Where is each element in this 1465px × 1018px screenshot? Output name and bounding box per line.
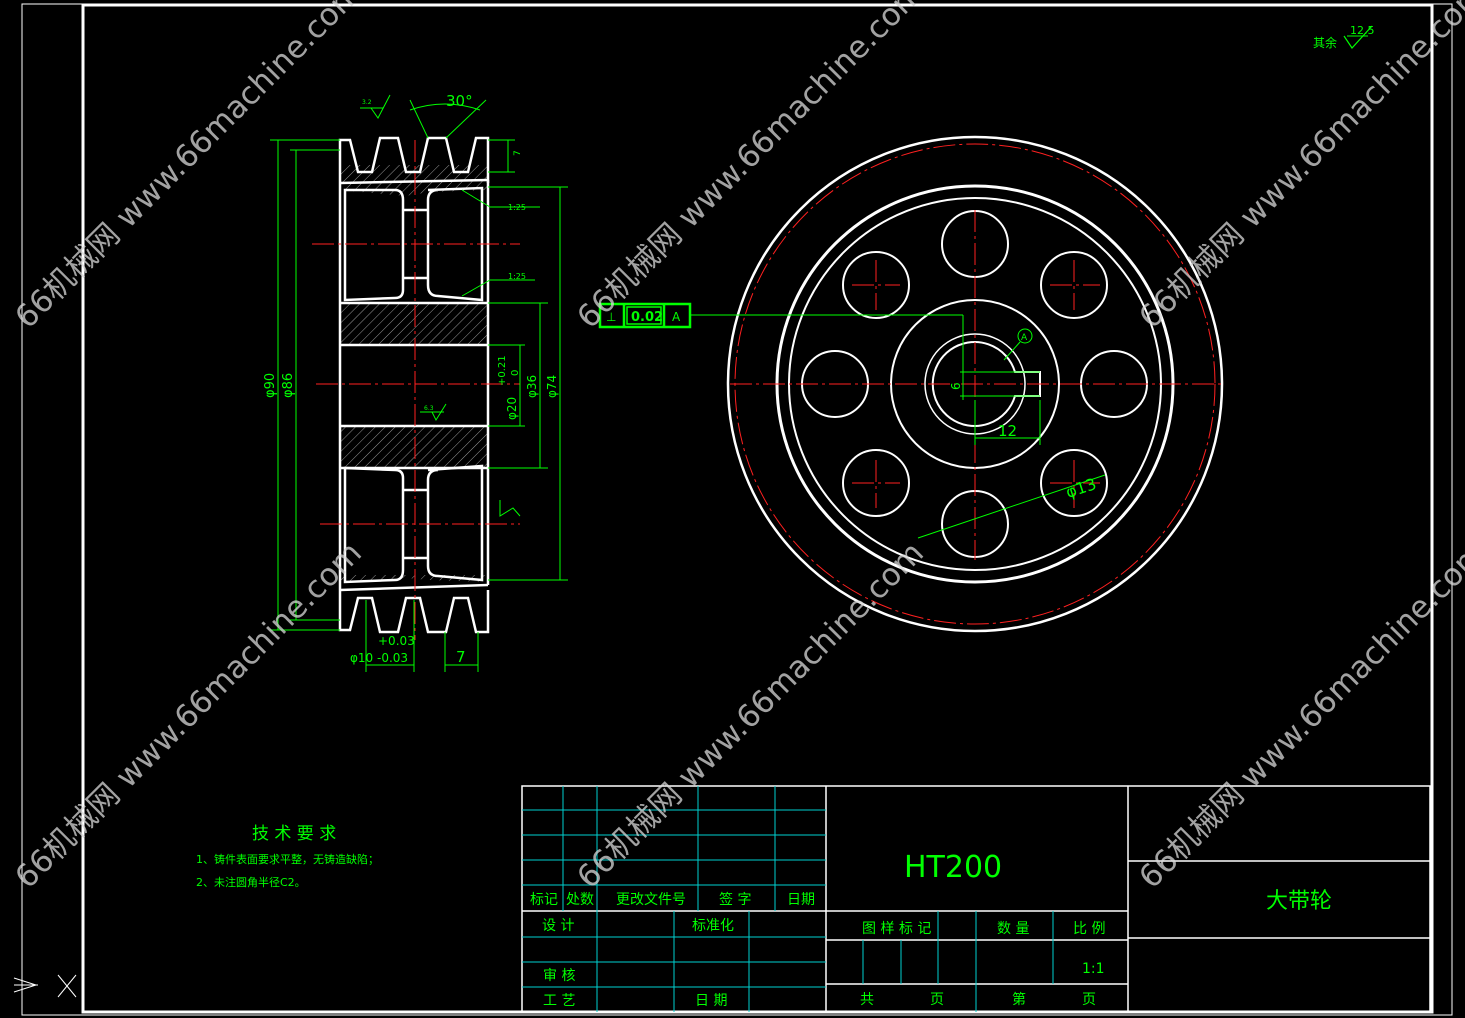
dim-key-depth: 6 — [949, 382, 963, 390]
hub-hatch-top — [340, 303, 488, 345]
part-name: 大带轮 — [1266, 889, 1332, 914]
dim-d20-tol-upper: +0.21 — [497, 355, 508, 386]
material: HT200 — [904, 850, 1002, 885]
dim-d36: φ36 — [525, 375, 539, 398]
datum-label: A — [1021, 333, 1028, 343]
dim-d86: φ86 — [281, 373, 296, 398]
tech-req-line1: 1、铸件表面要求平整，无铸造缺陷； — [196, 852, 379, 866]
angle-label: 30° — [446, 92, 473, 110]
section-view: 30° 1:25 1:25 3.2 6.3 φ90 φ86 φ20 +0.21 … — [263, 92, 568, 672]
svg-text:66机械网 www.66machine.com: 66机械网 www.66machine.com — [1132, 535, 1465, 896]
svg-text:66机械网 www.66machine.com: 66机械网 www.66machine.com — [570, 0, 931, 336]
dim-d74: φ74 — [545, 375, 559, 398]
grooves-bottom — [338, 590, 490, 634]
scale-value: 1:1 — [1082, 961, 1105, 977]
grooves-top — [338, 136, 490, 183]
label-review: 审 核 — [543, 968, 575, 984]
label-page2: 页 — [1082, 992, 1096, 1008]
dim-d10-upper: +0.03 — [378, 634, 415, 648]
finish-small-1: 3.2 — [362, 99, 372, 106]
taper-label-2: 1:25 — [508, 272, 526, 281]
rev-header-doc: 更改文件号 — [616, 892, 686, 908]
label-quantity: 数 量 — [997, 921, 1029, 937]
dim-d20-tol-lower: 0 — [510, 370, 521, 376]
svg-text:66机械网 www.66machine.com: 66机械网 www.66machine.com — [8, 0, 369, 336]
label-page: 页 — [930, 992, 944, 1008]
svg-text:⊥: ⊥ — [606, 310, 616, 324]
label-total: 共 — [860, 992, 874, 1008]
title-block: 标记 处数 更改文件号 签 字 日期 设 计 标准化 审 核 工 艺 日 期 H… — [521, 785, 1431, 1013]
svg-text:其余: 其余 — [1313, 35, 1337, 50]
label-date: 日 期 — [695, 993, 727, 1009]
tech-req-line2: 2、未注圆角半径C2。 — [196, 875, 306, 889]
rev-header-date: 日期 — [787, 892, 815, 908]
dim-d90: φ90 — [263, 373, 278, 398]
label-design: 设 计 — [542, 918, 574, 934]
rev-header-sign: 签 字 — [719, 891, 751, 908]
hub-hatch-bottom — [340, 426, 488, 468]
svg-text:66机械网 www.66machine.com: 66机械网 www.66machine.com — [1132, 0, 1465, 336]
finish-small-2: 6.3 — [424, 405, 434, 412]
front-view: A 6 12 φ13 ⊥ 0.02 A — [598, 135, 1224, 633]
spoke-holes — [801, 210, 1148, 558]
tech-req-title: 技 术 要 求 — [252, 824, 336, 844]
rev-header-mark: 标记 — [530, 892, 558, 908]
ucs-icon — [13, 974, 77, 998]
svg-text:66机械网 www.66machine.com: 66机械网 www.66machine.com — [570, 535, 931, 896]
label-scale: 比 例 — [1073, 921, 1105, 937]
label-drawing-mark: 图 样 标 记 — [862, 921, 931, 937]
dim-width-7: 7 — [456, 648, 466, 666]
label-standardize: 标准化 — [692, 918, 734, 934]
label-sheet: 第 — [1012, 991, 1026, 1008]
dim-d10: φ10 -0.03 — [350, 651, 408, 665]
tolerance-frame: ⊥ 0.02 A — [598, 302, 692, 329]
label-process: 工 艺 — [543, 993, 575, 1009]
svg-text:0.02: 0.02 — [631, 310, 663, 325]
rev-header-count: 处数 — [566, 892, 594, 908]
technical-requirements: 技 术 要 求 1、铸件表面要求平整，无铸造缺陷； 2、未注圆角半径C2。 — [196, 824, 379, 889]
surface-finish-note: 其余 12.5 — [1313, 24, 1375, 50]
svg-text:A: A — [672, 310, 681, 324]
svg-text:12.5: 12.5 — [1350, 24, 1375, 37]
dim-top-7: 7 — [513, 150, 523, 156]
dim-d20: φ20 — [505, 397, 519, 420]
taper-label-1: 1:25 — [508, 203, 526, 212]
dim-key-width: 12 — [998, 422, 1017, 440]
dim-hole-dia: φ13 — [1063, 474, 1098, 502]
